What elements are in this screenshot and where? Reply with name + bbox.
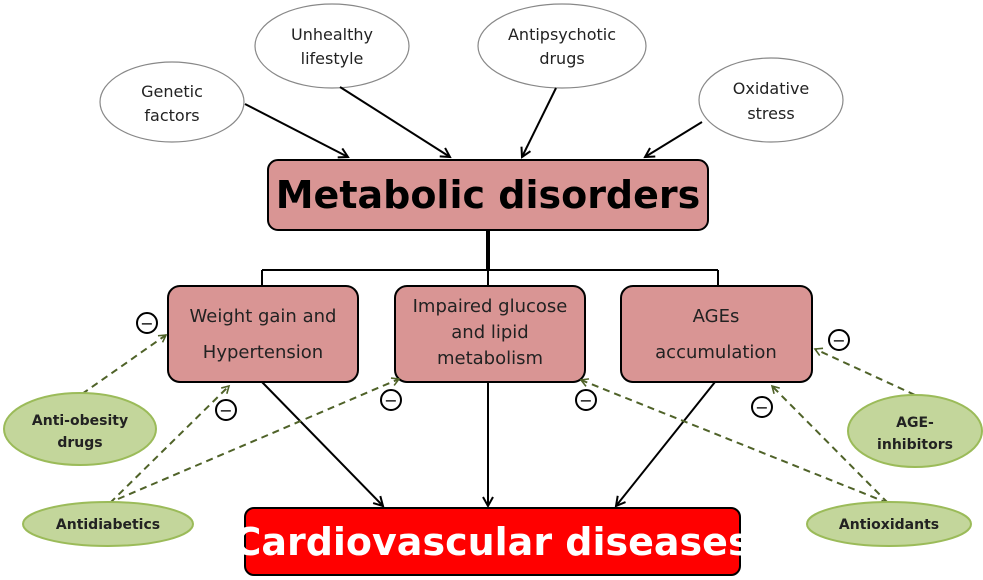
svg-text:−: − (384, 391, 397, 410)
cause-label: Antipsychotic (508, 25, 616, 44)
minus-icon: − (136, 312, 158, 334)
minus-icon: − (575, 389, 597, 411)
effect-label: Hypertension (203, 342, 323, 363)
effect-label: accumulation (655, 342, 777, 363)
svg-text:−: − (579, 391, 592, 410)
minus-icon: − (380, 389, 402, 411)
minus-icon: − (751, 396, 773, 418)
metabolic-disorders-box: Metabolic disorders (267, 159, 709, 231)
cause-unhealthy-lifestyle: Unhealthy lifestyle (254, 3, 410, 89)
treatment-label: AGE- (896, 415, 934, 431)
treatment-antidiabetics: Antidiabetics (22, 501, 194, 547)
treatment-label: inhibitors (877, 437, 953, 453)
cause-genetic-factors: Genetic factors (99, 61, 245, 143)
treatment-anti-obesity-drugs: Anti-obesity drugs (3, 392, 157, 466)
svg-text:−: − (832, 331, 845, 350)
svg-text:−: − (140, 314, 153, 333)
main-title: Metabolic disorders (276, 173, 701, 217)
treatment-label: Antioxidants (839, 517, 939, 533)
effect-label: AGEs (693, 306, 740, 327)
cause-label: Unhealthy (291, 25, 373, 44)
cardiovascular-diseases-box: Cardiovascular diseases (233, 507, 751, 576)
minus-icon: − (215, 399, 237, 421)
treatment-label: Antidiabetics (56, 517, 160, 533)
cause-arrows (244, 86, 703, 157)
treatment-label: drugs (57, 435, 102, 451)
effect-weight-gain-hypertension: Weight gain and Hypertension (167, 285, 359, 383)
cause-label: Oxidative (733, 79, 810, 98)
outcome-arrows (261, 381, 716, 506)
treatment-age-inhibitors: AGE- inhibitors (847, 394, 983, 468)
minus-icon: − (828, 329, 850, 351)
cause-oxidative-stress: Oxidative stress (698, 57, 844, 143)
cause-antipsychotic-drugs: Antipsychotic drugs (477, 3, 647, 89)
inhibition-arrows (81, 334, 916, 504)
cause-label: stress (747, 104, 794, 123)
svg-text:−: − (755, 398, 768, 417)
treatment-label: Anti-obesity (32, 413, 128, 429)
svg-text:−: − (219, 401, 232, 420)
effect-label: and lipid (451, 322, 528, 343)
cause-label: lifestyle (301, 49, 364, 68)
effect-ages-accumulation: AGEs accumulation (620, 285, 813, 383)
cause-label: drugs (539, 49, 584, 68)
cause-label: Genetic (141, 82, 203, 101)
effect-impaired-glucose-lipid: Impaired glucose and lipid metabolism (394, 285, 586, 383)
branch-connector (261, 230, 719, 285)
inhibition-symbols: − − − − − − (136, 312, 850, 421)
effect-label: Weight gain and (190, 306, 337, 327)
effect-label: metabolism (437, 348, 543, 369)
effect-label: Impaired glucose (413, 296, 568, 317)
treatment-antioxidants: Antioxidants (806, 501, 972, 547)
cause-label: factors (144, 106, 199, 125)
outcome-title: Cardiovascular diseases (233, 520, 750, 564)
